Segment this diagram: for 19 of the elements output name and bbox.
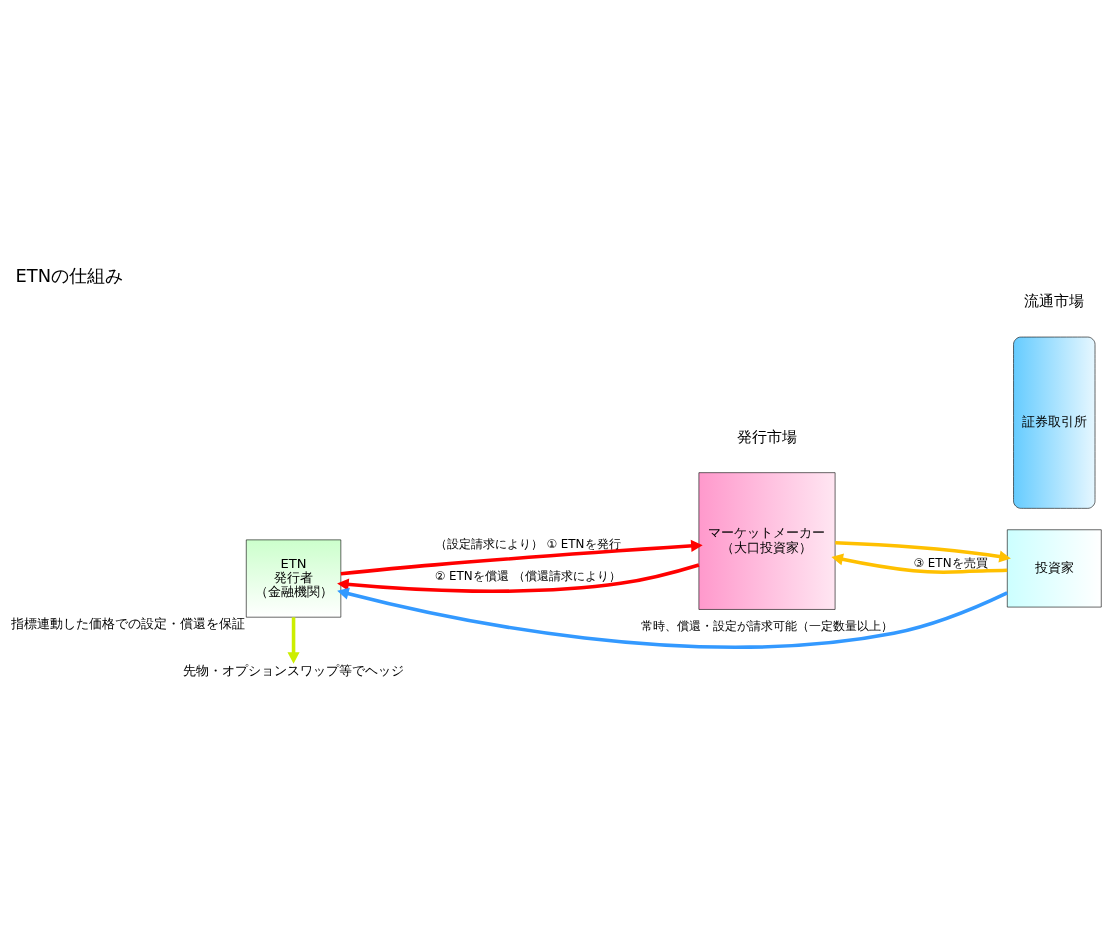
diagram-title: ETNの仕組み [15,264,124,286]
edge-label: ② ETNを償還 （償還請求により） [434,568,621,583]
edge-label: 常時、償還・設定が請求可能（一定数量以上） [641,618,893,633]
node-box: 証券取引所 [1013,336,1096,509]
node-text: 先物・オプションスワップ等でヘッジ [183,662,405,678]
label: 流通市場 [1024,291,1085,310]
arrow [831,552,1008,574]
arrow [340,539,703,575]
arrow [287,616,300,664]
label: 発行市場 [737,427,797,446]
node-box: 投資家 [1007,528,1102,607]
node-box: マーケットメーカー （大口投資家） [698,471,836,610]
arrow [835,540,1011,563]
edge-label: （設定請求により） ① ETNを発行 [434,536,621,551]
arrow [337,587,1008,649]
edge-label: ③ ETNを売買 [913,555,988,570]
arrow [337,562,700,593]
node-box: ETN 発行者 （金融機関） [245,539,342,617]
node-label: 指標連動した価格での設定・償還を保証 [11,615,246,631]
